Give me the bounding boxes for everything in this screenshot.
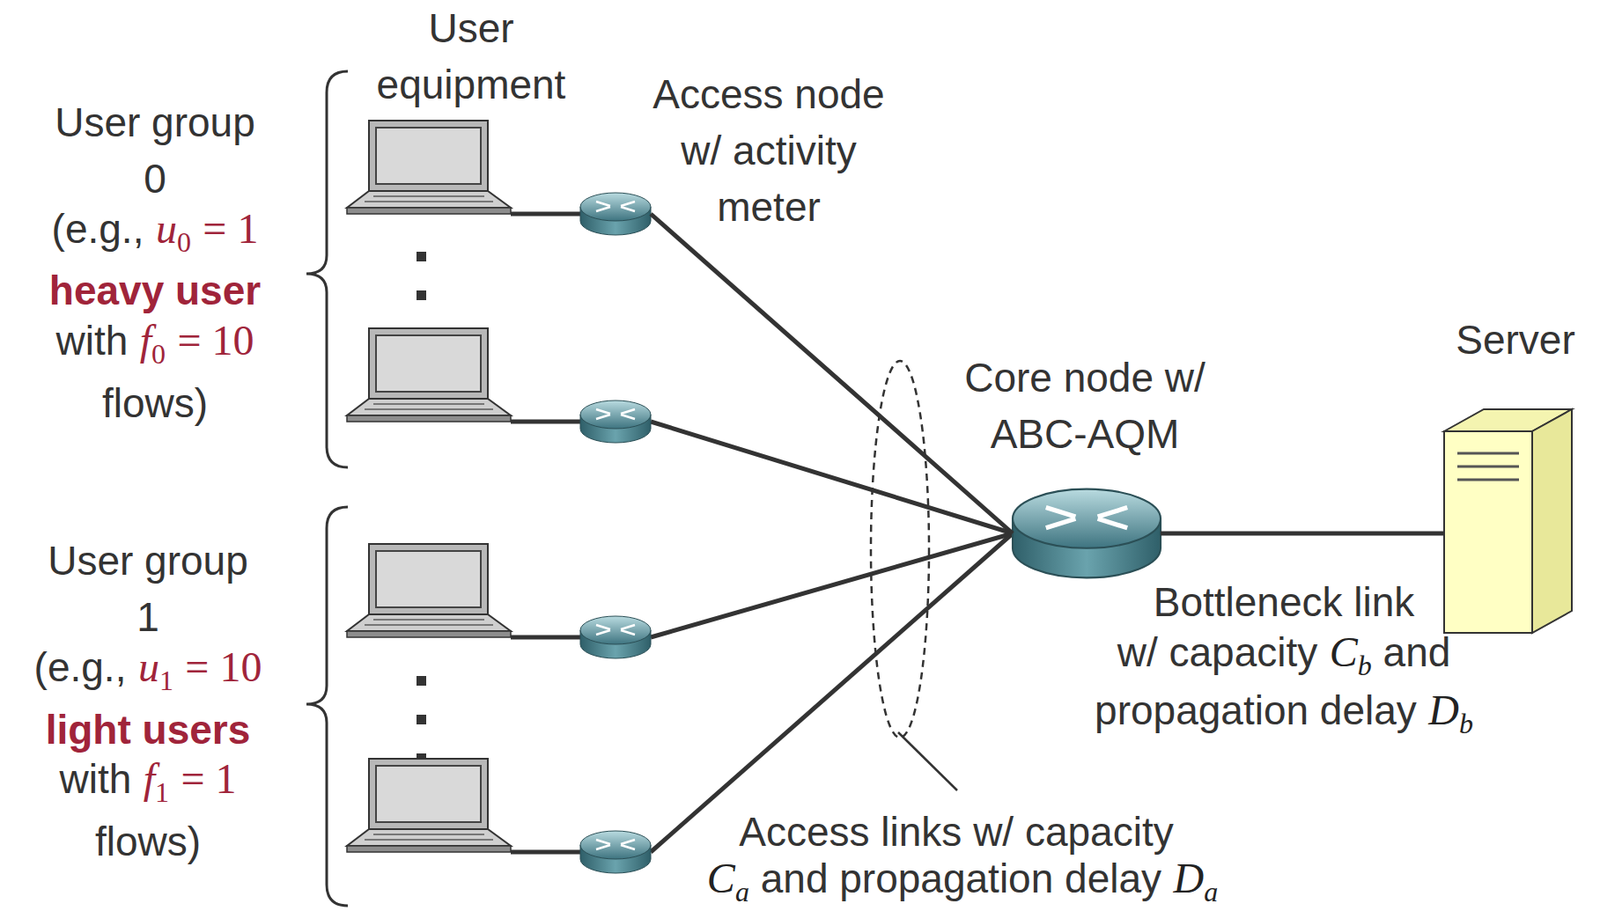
- text-line: w/ capacityCband: [1117, 624, 1452, 694]
- label-text: 1: [159, 664, 174, 697]
- label-text: a: [1203, 876, 1218, 908]
- link-line: [1160, 531, 1445, 537]
- text-line: light users: [45, 701, 251, 759]
- server: Server: [1444, 409, 1572, 634]
- label-text: u: [155, 205, 177, 252]
- label-text: w/ capacity: [1117, 629, 1319, 676]
- label-text: = 1: [180, 755, 236, 803]
- label-text: propagation delay: [1094, 687, 1417, 734]
- link-line: [650, 213, 1013, 534]
- label-text: C: [1329, 628, 1358, 676]
- node-heading: Server: [1427, 311, 1600, 369]
- text-line: Access links w/ capacity: [738, 803, 1173, 861]
- text-line: (e.g.,u0 = 1: [51, 200, 259, 271]
- access-node: Access node w/ activity meter: [580, 192, 651, 236]
- label-text: flows): [102, 380, 208, 427]
- node-heading: Core node w/ ABC-AQM: [935, 349, 1235, 463]
- group-label: User group 0: [53, 94, 257, 207]
- node-heading: Access node w/ activity meter: [636, 66, 901, 236]
- text-line: Ca and propagation delayDa: [707, 850, 1218, 911]
- group-label: User equipment: [330, 0, 612, 113]
- label-text: u: [138, 643, 160, 691]
- label-text: D: [1428, 686, 1460, 734]
- label-text: light users: [45, 707, 251, 753]
- label-text: (e.g.,: [51, 206, 145, 252]
- group-label: User group 1: [46, 532, 250, 646]
- label-text: = 10: [184, 643, 262, 691]
- label-text: 0: [151, 338, 166, 370]
- label-text: = 10: [176, 317, 254, 364]
- text-line: propagation delayDb: [1094, 682, 1474, 753]
- core-node: Core node w/ ABC-AQM: [1012, 489, 1161, 578]
- label-text: f: [143, 755, 155, 803]
- label-text: D: [1172, 855, 1204, 902]
- text-line: Bottleneck link: [1153, 574, 1416, 631]
- text-line: withf1 = 1: [58, 751, 236, 821]
- label-text: C: [707, 855, 736, 902]
- label-text: b: [1357, 649, 1372, 682]
- text-line: heavy user: [49, 262, 261, 319]
- label-text: Access links w/ capacity: [738, 809, 1173, 856]
- label-text: with: [55, 317, 128, 364]
- label-text: b: [1459, 707, 1474, 740]
- text-line: flows): [102, 375, 208, 432]
- label-text: Bottleneck link: [1153, 579, 1416, 626]
- label-text: and propagation delay: [760, 855, 1162, 902]
- label-text: with: [58, 756, 132, 803]
- label-text: 0: [176, 226, 192, 259]
- label-text: f: [140, 317, 152, 364]
- text-line: flows): [95, 813, 201, 871]
- label-text: = 1: [202, 205, 259, 252]
- text-line: (e.g.,u1 = 10: [34, 639, 263, 709]
- label-text: and: [1383, 629, 1452, 676]
- label-text: 1: [154, 776, 170, 809]
- label-text: heavy user: [49, 267, 261, 314]
- label-text: a: [735, 876, 750, 908]
- text-line: withf0 = 10: [55, 312, 254, 383]
- label-text: flows): [95, 818, 201, 865]
- label-text: (e.g.,: [34, 644, 127, 691]
